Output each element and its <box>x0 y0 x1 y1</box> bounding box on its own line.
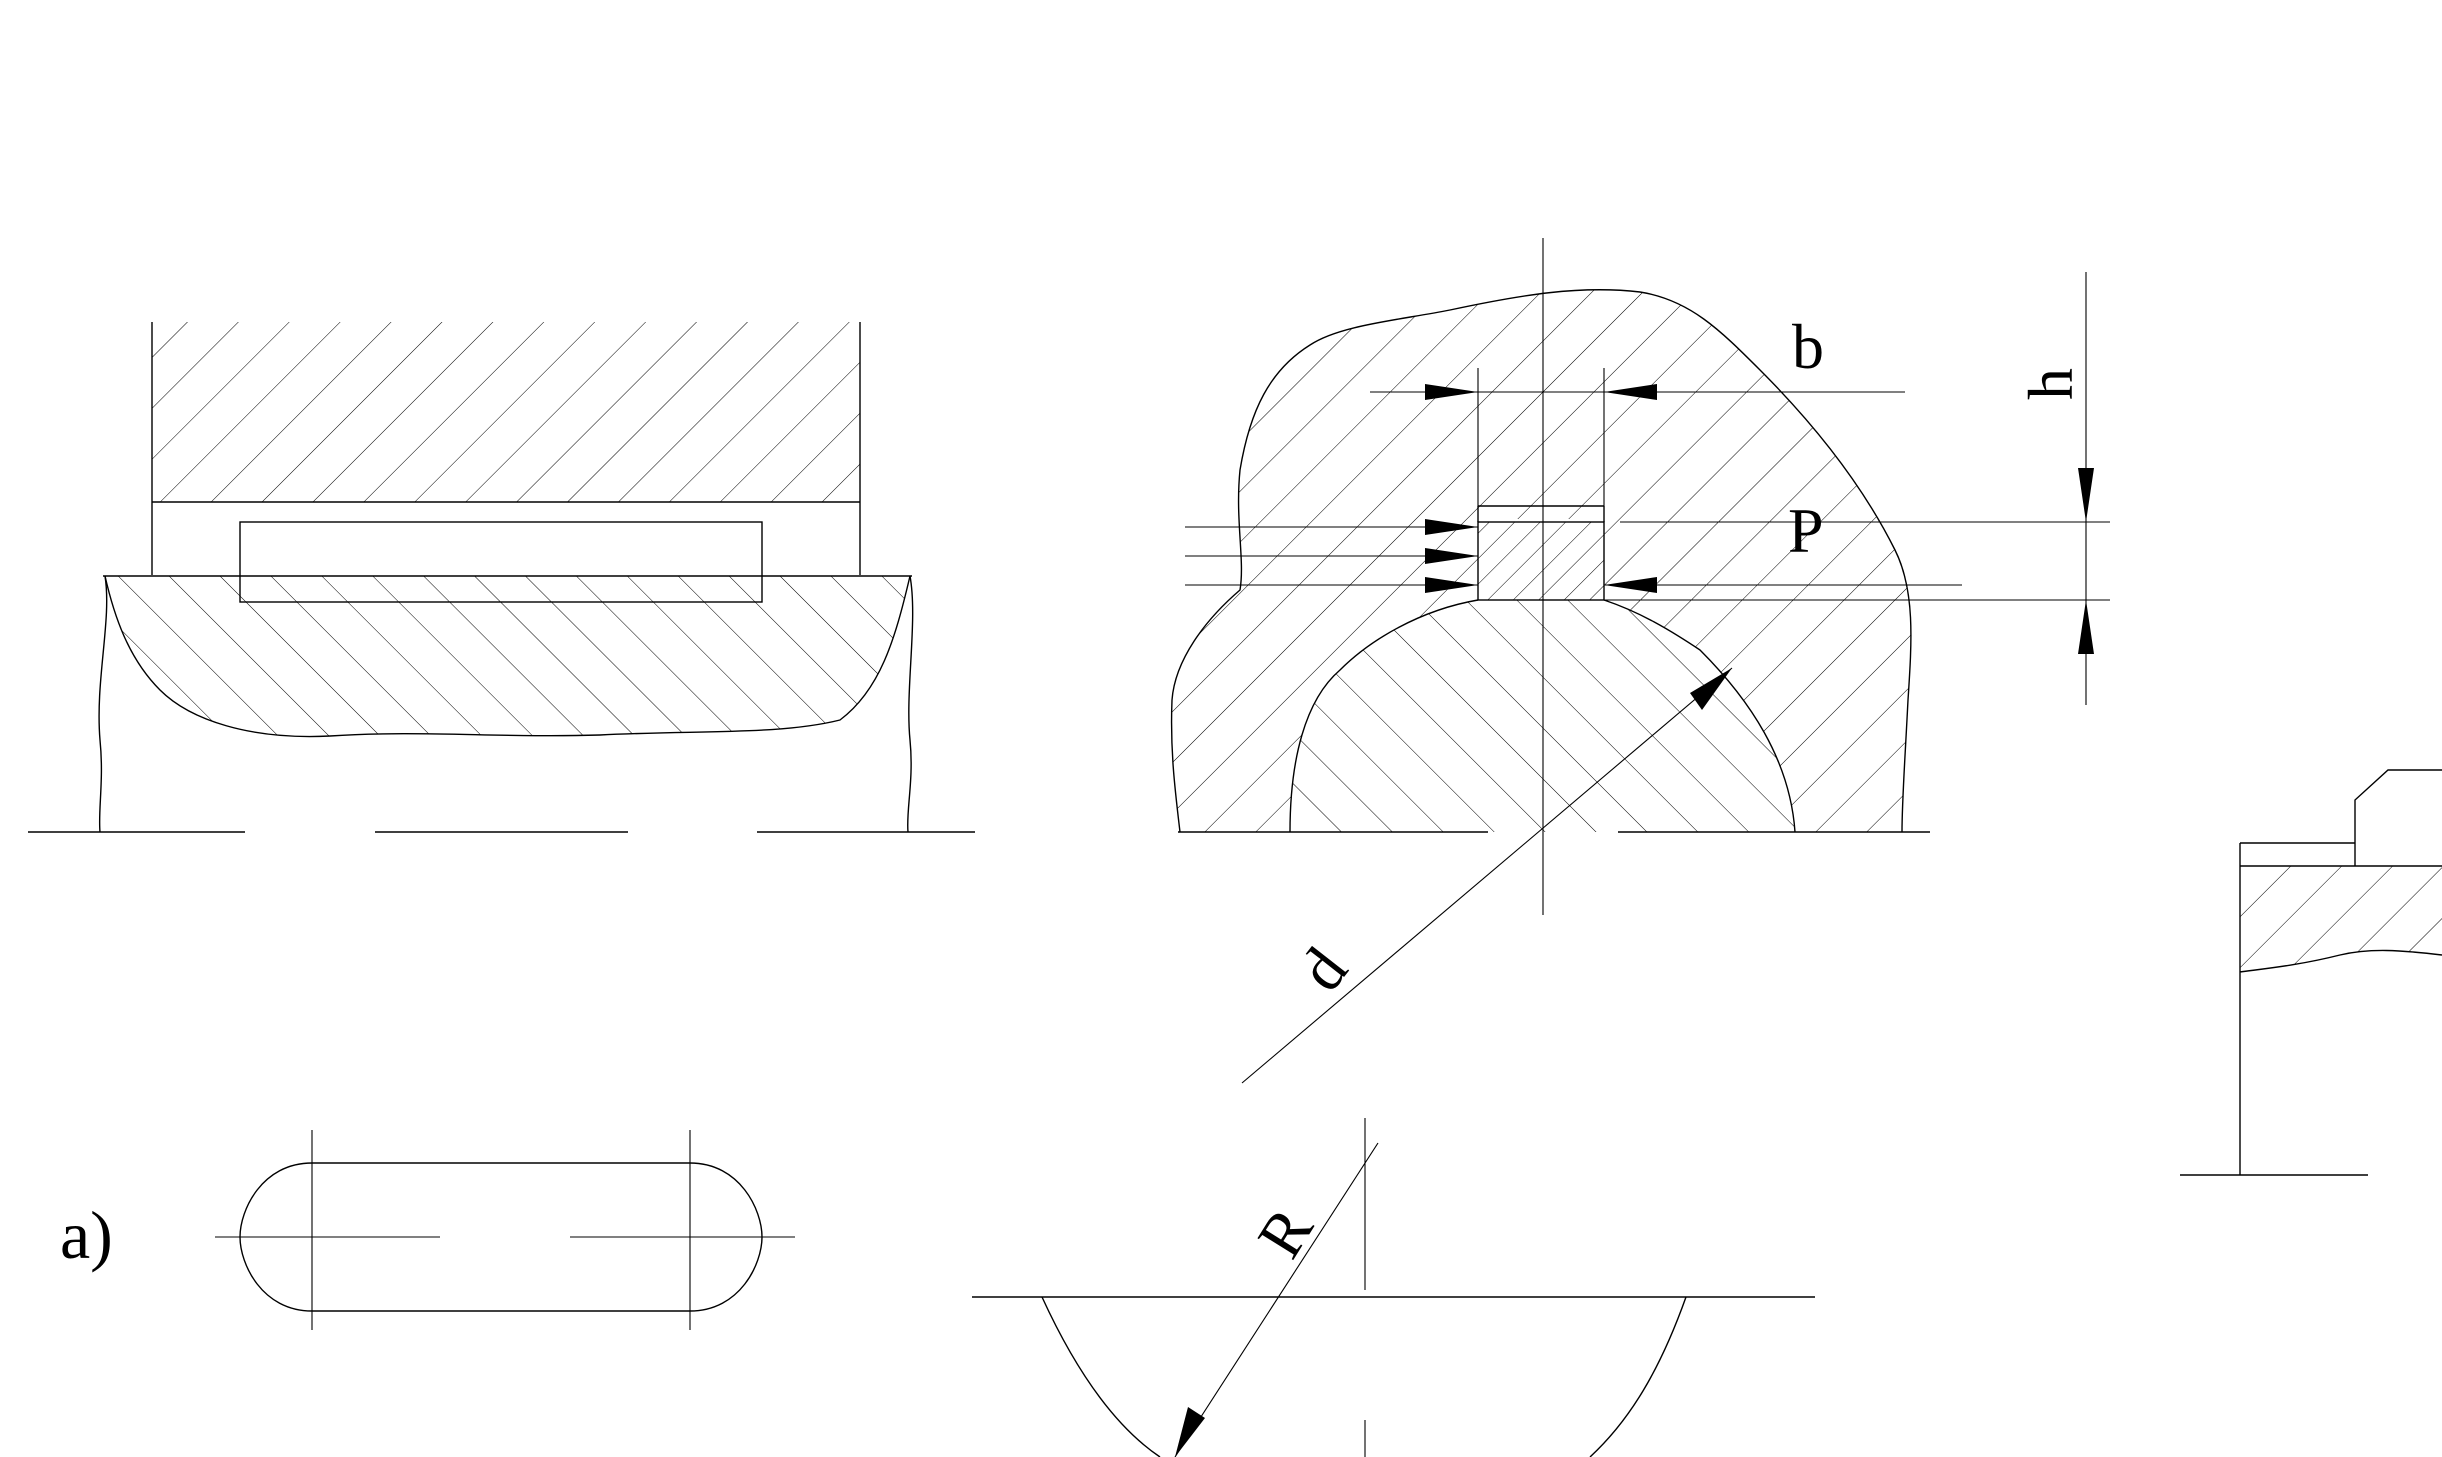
radius-label: R <box>1244 1195 1327 1269</box>
partial-hatched-section <box>2240 866 2442 972</box>
force-arrows: P <box>1185 495 1962 593</box>
shaft-cross-outline <box>1289 599 1796 833</box>
shaft-section <box>105 576 910 737</box>
partial-outline <box>2239 769 2442 1175</box>
hub-section <box>152 322 860 502</box>
shaft-left-edge <box>98 575 108 833</box>
key-cross-section <box>1477 521 1605 601</box>
cross-section-view: b P h d <box>1170 238 2110 1084</box>
key-top-view: a) <box>60 1130 795 1330</box>
semicircle-arc <box>1041 1296 1687 1457</box>
radius-view: R <box>972 1118 1815 1457</box>
longitudinal-section-view <box>28 322 975 833</box>
partial-right-view <box>2180 769 2442 1176</box>
view-a-label: a) <box>60 1197 113 1273</box>
dimension-b: b <box>1370 311 1905 506</box>
hub-cross-outline <box>1170 289 1912 833</box>
dimension-h-label: h <box>2015 368 2086 400</box>
hub-cross-section <box>1171 289 1911 832</box>
shaft-break-line <box>104 575 911 738</box>
key-body <box>239 521 763 603</box>
dimension-d-label: d <box>1285 935 1361 1004</box>
dimension-b-label: b <box>1792 311 1824 382</box>
dimension-h: h <box>1604 272 2110 705</box>
hub-outline <box>151 322 861 575</box>
shaft-right-edge <box>906 575 914 833</box>
force-label: P <box>1788 495 1824 566</box>
